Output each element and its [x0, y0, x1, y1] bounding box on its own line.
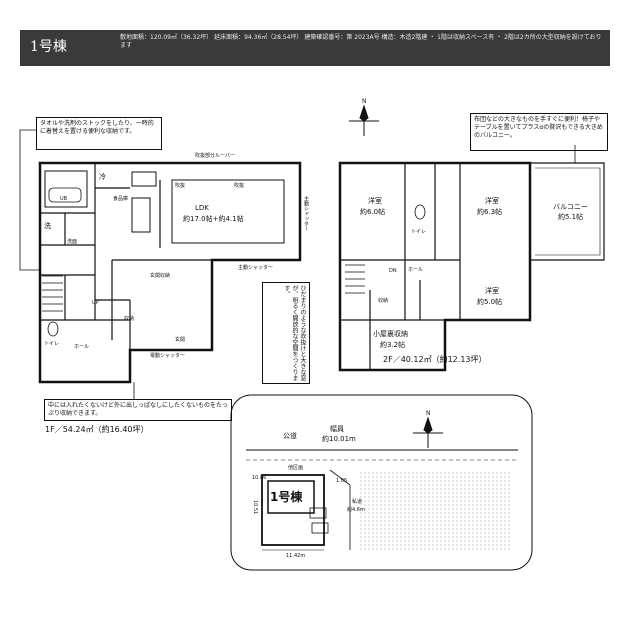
- compass-n-site: N: [426, 410, 431, 417]
- room3-size: 約5.0帖: [477, 298, 503, 306]
- balcony-note: 布団などの大きなものを手すぐに便利！椅子やテーブルを置いてプラスαの贅沢もできる…: [470, 113, 608, 151]
- compass-icon: [349, 104, 379, 136]
- storage-label-1f: 収納: [124, 316, 135, 322]
- road-width-value: 約10.01m: [322, 435, 356, 443]
- balcony-label: バルコニー: [553, 203, 588, 211]
- sen-label: 洗: [44, 222, 51, 230]
- ldk-label: LDK: [195, 204, 209, 212]
- neighbor-label: 他区画: [288, 465, 304, 471]
- dim-top: 10.86: [252, 475, 267, 481]
- wc-label-1f: トイレ: [44, 341, 60, 347]
- towel-storage-note: タオルや洗剤のストックをしたり、一時的に着替えを置ける便利な収納です。: [36, 117, 162, 150]
- ldk-size: 約17.0帖+約4.1帖: [183, 215, 244, 223]
- up-label: UP: [92, 300, 99, 306]
- hall-label-2f: ホール: [408, 267, 424, 273]
- wc-label-2f: トイレ: [411, 229, 427, 235]
- hall-label-1f: ホール: [74, 344, 90, 350]
- building-specs: 敷地面積：120.09㎡（36.32坪） 延床面積：94.36㎡（28.54坪）…: [120, 34, 602, 49]
- fuki-top-label: 吹抜部分ルーバー: [195, 153, 235, 159]
- room1-label: 洋室: [368, 197, 382, 205]
- room1-size: 約6.0帖: [360, 208, 386, 216]
- dim-left: 10.51: [252, 500, 258, 515]
- hidden-storage-note: 中には入れたくないけど外に出しっぱなしにしたくないものをたっぷり収納できます。: [44, 399, 232, 421]
- washroom-label: 洗面: [67, 239, 78, 245]
- side-road-label: 私道: [352, 499, 363, 505]
- room3-label: 洋室: [485, 287, 499, 295]
- floor2-area: 2F／40.12㎡（約12.13坪）: [383, 355, 487, 364]
- room2-size: 約6.3帖: [477, 208, 503, 216]
- floor1-outline: [38, 161, 302, 384]
- ent-storage-label: 玄関収納: [150, 273, 171, 279]
- dn-label-2f: DN: [389, 268, 397, 274]
- shutter-label: 主動シャッター: [238, 265, 274, 271]
- attic-label: 小屋裏収納: [373, 330, 408, 338]
- building-title: 1号棟: [30, 39, 67, 55]
- road-width-label: 幅員: [330, 425, 344, 433]
- porch-label: 玄関: [175, 337, 186, 343]
- balcony-size: 約5.1帖: [558, 213, 584, 221]
- porch-shutter-label: 電動シャッター: [150, 353, 186, 359]
- kitchen-label: 冷: [99, 173, 106, 181]
- fuki-right-label: 主動シャッター: [303, 196, 309, 231]
- ub-label: UB: [60, 196, 68, 202]
- fuki-left-1: 吹抜: [175, 183, 186, 189]
- dim-right: 1.05: [336, 478, 348, 484]
- closet-label-2f: 収納: [378, 298, 389, 304]
- floor1-area: 1F／54.24㎡（約16.40坪）: [45, 425, 149, 434]
- attic-size: 約3.2帖: [380, 341, 406, 349]
- compass-n-top: N: [362, 98, 367, 105]
- fuki-left-2: 吹抜: [234, 183, 245, 189]
- dim-bottom: 11.42m: [286, 553, 306, 559]
- site-road-label: 公道: [283, 432, 297, 440]
- compass-icon-site: [413, 416, 443, 448]
- pantry-label: 食品庫: [113, 196, 129, 202]
- fukinuke-note: ひだまりのような吹抜けと大きな窓が、明るく開放的な空間をつくります。: [262, 282, 310, 384]
- lot-label: 1号棟: [270, 490, 303, 504]
- header-bar: 1号棟 敷地面積：120.09㎡（36.32坪） 延床面積：94.36㎡（28.…: [20, 30, 610, 66]
- room2-label: 洋室: [485, 197, 499, 205]
- side-road-width: 約4.6m: [347, 507, 365, 513]
